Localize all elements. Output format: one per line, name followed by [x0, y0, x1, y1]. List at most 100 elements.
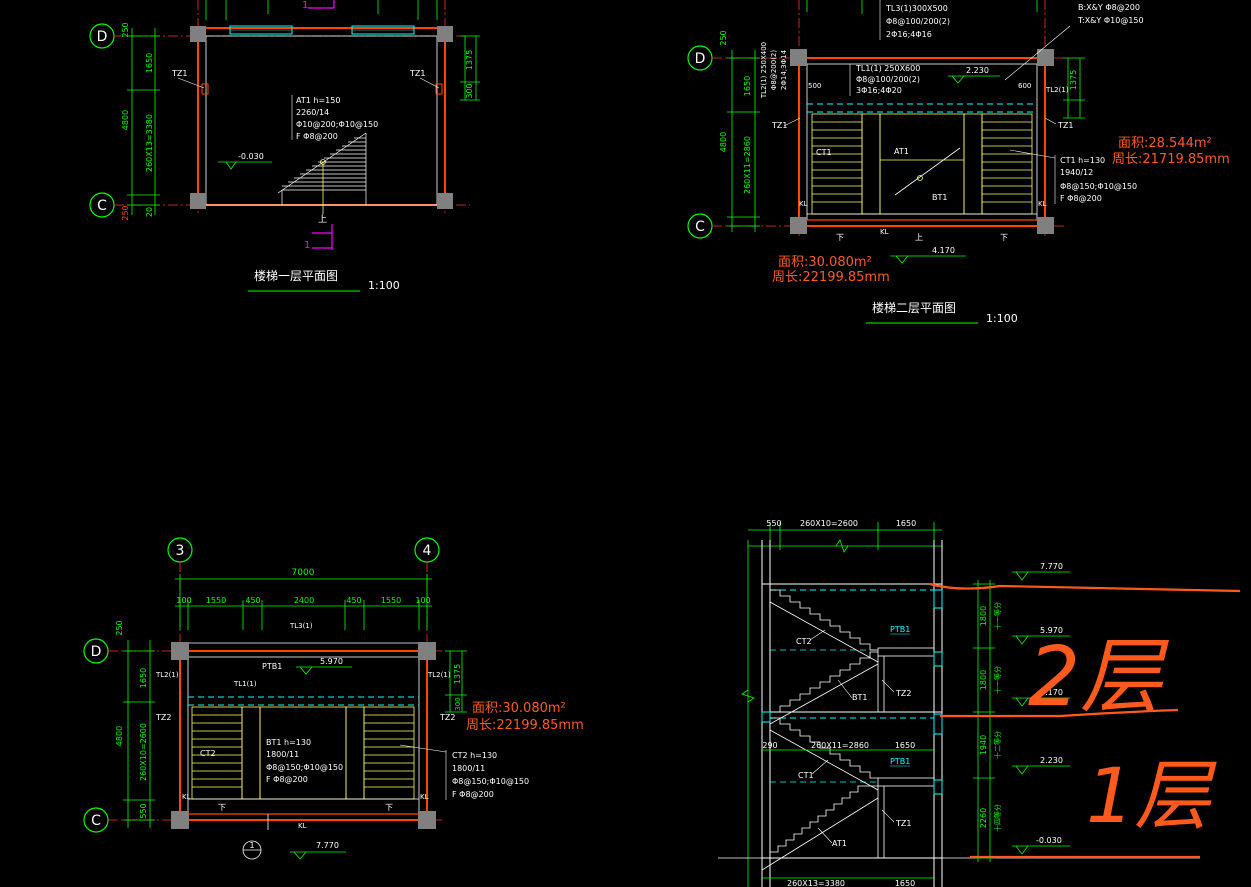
axis-label-c: C: [97, 198, 107, 214]
column-c4: [418, 811, 436, 829]
svg-text:上: 上: [915, 233, 923, 242]
svg-text:1: 1: [304, 240, 310, 251]
column-d3: [190, 26, 206, 42]
handwriting-floor-2: 2层: [1028, 630, 1169, 725]
landing-upper: [877, 647, 935, 657]
svg-text:KL: KL: [298, 822, 307, 830]
stairwell-inner-wall: [205, 35, 438, 206]
stair-section: 550 260X10=2600 1650: [718, 519, 1241, 887]
top-dimension-chain: [175, 574, 432, 630]
label-up: 上: [318, 214, 327, 225]
svg-text:7000: 7000: [292, 568, 315, 578]
svg-text:D: D: [695, 51, 706, 67]
left-dimension-chain: [727, 50, 760, 232]
svg-text:4: 4: [423, 543, 432, 559]
section-mark-top: 1: [302, 0, 335, 11]
svg-text:260X11=2860: 260X11=2860: [811, 741, 869, 750]
column-d4: [1037, 49, 1054, 66]
svg-text:1550: 1550: [206, 596, 226, 605]
area-outer-area: 面积:30.080m²: [778, 255, 872, 270]
svg-text:PTB1: PTB1: [262, 662, 282, 671]
svg-text:十四等分: 十四等分: [993, 804, 1002, 832]
section-level-4170: 4.170: [1012, 688, 1070, 707]
svg-text:4.170: 4.170: [932, 246, 955, 255]
svg-text:1650: 1650: [896, 519, 916, 528]
level-mark-7770: 7.770: [290, 841, 346, 860]
svg-text:260X10=2600: 260X10=2600: [800, 519, 858, 528]
svg-text:C: C: [91, 813, 101, 829]
svg-text:2.230: 2.230: [966, 66, 989, 75]
svg-text:2.230: 2.230: [1040, 756, 1063, 765]
svg-text:F Φ8@200: F Φ8@200: [452, 790, 494, 799]
svg-text:1800: 1800: [979, 606, 988, 626]
level-mark-4170: 4.170: [890, 246, 966, 264]
stair-well-divider: [861, 113, 881, 215]
svg-text:1: 1: [302, 0, 308, 11]
column-c3: [190, 193, 206, 209]
svg-text:BT1 h=130: BT1 h=130: [266, 738, 311, 747]
stair-post-tz1-left: [201, 83, 209, 95]
plan2-title: 楼梯二层平面图: [872, 300, 956, 315]
svg-text:D: D: [91, 644, 102, 660]
area-perimeter: 周长:22199.85mm: [466, 718, 584, 733]
svg-text:1940: 1940: [979, 735, 988, 755]
plan1-title: 楼梯一层平面图: [254, 268, 338, 283]
column-d3: [171, 642, 189, 660]
svg-text:450: 450: [245, 596, 260, 605]
svg-text:CT1: CT1: [798, 771, 814, 780]
svg-text:BT1: BT1: [932, 193, 947, 202]
svg-text:F Φ8@200: F Φ8@200: [266, 775, 308, 784]
svg-text:TZ2: TZ2: [155, 713, 171, 722]
svg-text:下: 下: [1000, 233, 1008, 242]
left-dimension-chain: [127, 28, 160, 215]
section-symbol: 1: [242, 814, 269, 860]
section-level-5970: 5.970: [1012, 626, 1070, 645]
markup-line-top: [929, 582, 1241, 593]
markup-line-middle: [940, 708, 1179, 718]
svg-text:250: 250: [719, 30, 728, 45]
svg-text:5.970: 5.970: [1040, 626, 1063, 635]
svg-text:TL1(1): TL1(1): [233, 680, 257, 688]
svg-text:C: C: [695, 219, 705, 235]
svg-text:7.770: 7.770: [1040, 562, 1063, 571]
at1-note-0: AT1 h=150: [296, 96, 340, 105]
stair-at1: [762, 785, 878, 859]
svg-text:3Φ16;4Φ20: 3Φ16;4Φ20: [856, 86, 902, 95]
column-d4: [418, 642, 436, 660]
svg-text:290: 290: [762, 741, 777, 750]
svg-text:4800: 4800: [115, 726, 124, 746]
column-c4: [1037, 217, 1054, 234]
svg-text:1650: 1650: [743, 76, 752, 96]
svg-text:1800: 1800: [979, 670, 988, 690]
walk-line: [894, 147, 961, 196]
at1-note-1: 2260/14: [296, 108, 329, 117]
svg-text:Φ8@100/200(2): Φ8@100/200(2): [886, 17, 950, 26]
stair-plan-first-floor: D C 250 1650 4800 260X13=3380 250 20: [89, 0, 480, 292]
svg-text:TL3(1)300X500: TL3(1)300X500: [885, 4, 948, 13]
svg-text:AT1: AT1: [894, 147, 909, 156]
column-d4: [437, 26, 453, 42]
stair-post-tz1-right: [435, 83, 443, 95]
svg-text:Φ8@150;Φ10@150: Φ8@150;Φ10@150: [1060, 182, 1137, 191]
stairwell-wall-outline: [798, 57, 1046, 227]
svg-text:-0.030: -0.030: [238, 152, 264, 161]
dim-1650: 1650: [145, 53, 154, 73]
svg-text:1375: 1375: [453, 664, 462, 684]
tl2-note-2: 2Φ14;3Φ14: [780, 49, 788, 90]
svg-text:1650: 1650: [895, 741, 915, 750]
svg-text:260X10=2600: 260X10=2600: [139, 723, 148, 781]
svg-text:600: 600: [1018, 82, 1031, 90]
dim-4800: 4800: [121, 110, 130, 130]
svg-text:KL: KL: [1038, 200, 1047, 208]
svg-text:Φ8@150;Φ10@150: Φ8@150;Φ10@150: [266, 763, 343, 772]
column-c4: [437, 193, 453, 209]
svg-text:5.970: 5.970: [320, 657, 343, 666]
column-c3: [790, 217, 807, 234]
stairwell-wall-outline: [179, 650, 428, 821]
column-d3: [790, 49, 807, 66]
svg-text:CT2: CT2: [200, 749, 216, 758]
section-mark-bottom: 1: [304, 224, 333, 251]
svg-text:KL: KL: [420, 793, 429, 801]
svg-text:3: 3: [176, 543, 185, 559]
